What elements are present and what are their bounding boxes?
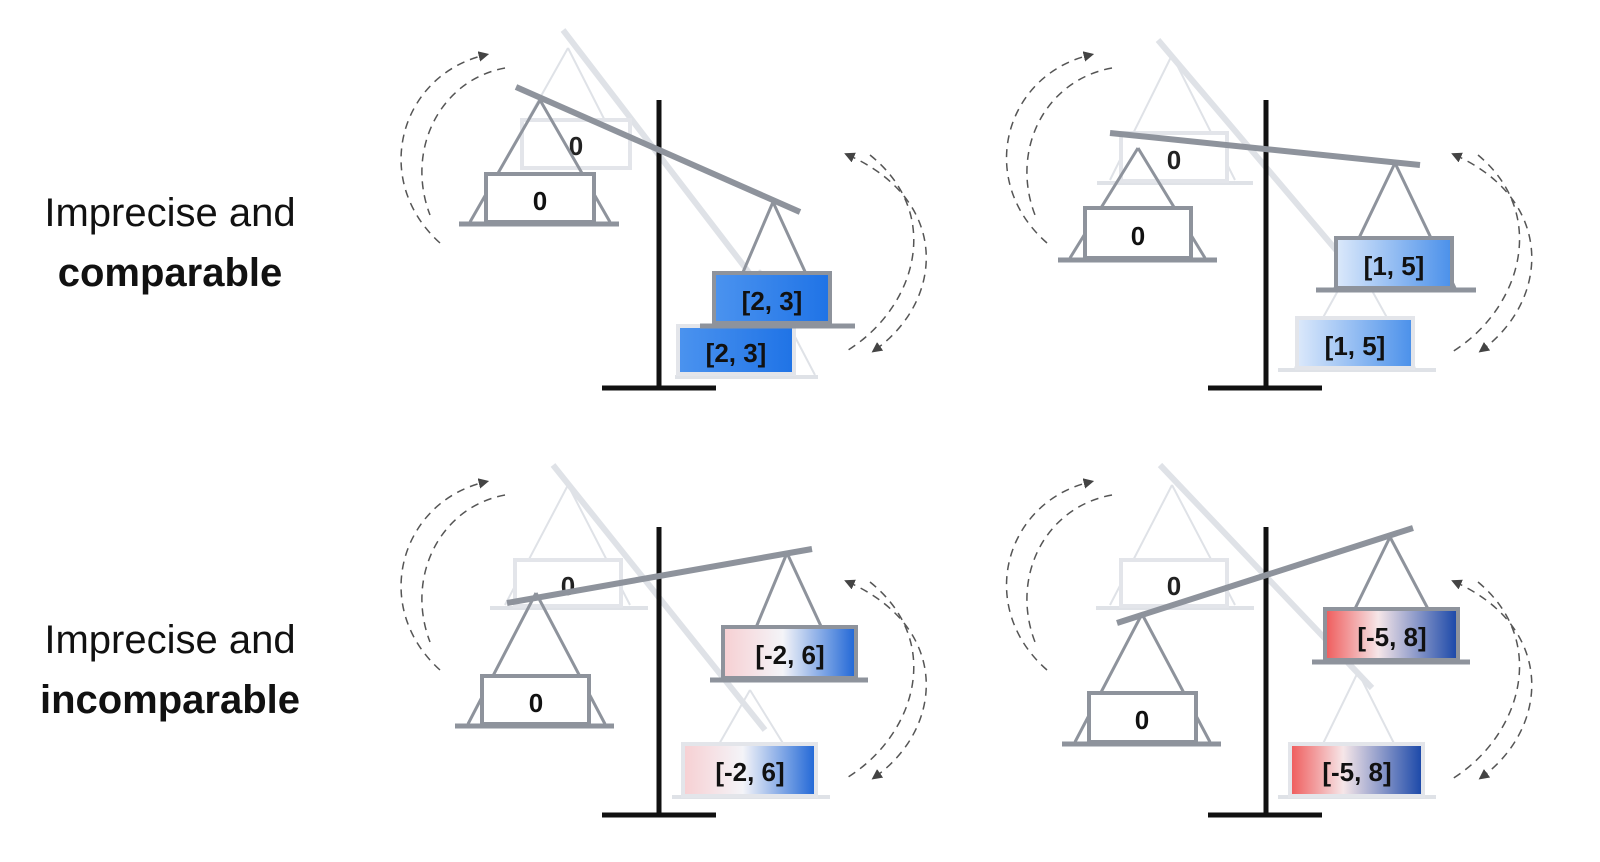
scale-1: 0 [2, 3] 0 [2, 3] — [400, 28, 927, 391]
right-pan-value: [1, 5] — [1364, 251, 1425, 281]
scale-3: 0 [-2, 6] 0 [-2, 6] — [400, 463, 927, 818]
right-pan-box — [1323, 607, 1460, 662]
left-pan-value: 0 — [529, 688, 543, 718]
right-pan-value: [-2, 6] — [755, 640, 824, 670]
scale-2: 0 [1, 5] 0 [1, 5] — [1005, 38, 1533, 391]
ghost-right-value: [-5, 8] — [1322, 757, 1391, 787]
row-label-line1: Imprecise and — [44, 191, 296, 235]
left-pan-box — [1087, 691, 1198, 744]
ghost-right-pan-box — [1288, 742, 1425, 798]
ghost-left-value: 0 — [1167, 571, 1181, 601]
rotation-arrow-icon — [844, 154, 915, 353]
scale-beam — [1109, 130, 1421, 168]
left-pan-box — [1083, 206, 1193, 260]
rotation-arrow-icon — [1005, 478, 1095, 671]
ghost-right-value: [-2, 6] — [715, 757, 784, 787]
row-label-line1: Imprecise and — [44, 618, 296, 662]
scale-beam — [506, 546, 813, 606]
rotation-arrow-icon — [1026, 67, 1113, 216]
rotation-arrow-icon — [1026, 494, 1113, 643]
ghost-right-value: [1, 5] — [1325, 331, 1386, 361]
ghost-left-value: 0 — [1167, 145, 1181, 175]
ghost-right-pan-box — [1295, 316, 1415, 370]
row-label-line2: incomparable — [39, 678, 301, 722]
rotation-arrow-icon — [1451, 579, 1533, 780]
left-pan-box — [480, 674, 591, 726]
row-label-line2: comparable — [57, 251, 283, 295]
left-pan-box — [484, 172, 596, 224]
left-pan-value: 0 — [533, 186, 547, 216]
rotation-arrow-icon — [400, 51, 490, 244]
ghost-right-value: [2, 3] — [706, 338, 767, 368]
scale-4: 0 [-5, 8] 0 [-5, 8] — [1005, 462, 1533, 818]
row-label-comparable: Imprecise and comparable — [0, 183, 340, 303]
scale-beam — [1116, 525, 1414, 626]
left-pan-value: 0 — [1131, 221, 1145, 251]
rotation-arrow-icon — [421, 494, 506, 643]
right-pan-box — [712, 271, 832, 325]
ghost-right-pan-box — [676, 324, 796, 376]
scale-beam — [514, 84, 802, 215]
right-pan-box — [1334, 236, 1454, 290]
right-pan-value: [-5, 8] — [1357, 622, 1426, 652]
left-pan-value: 0 — [1135, 705, 1149, 735]
rotation-arrow-icon — [1451, 154, 1521, 353]
rotation-arrow-icon — [1451, 152, 1533, 353]
rotation-arrow-icon — [400, 478, 490, 671]
ghost-right-pan-box — [681, 742, 818, 798]
rotation-arrow-icon — [844, 152, 927, 353]
rotation-arrow-icon — [1451, 581, 1521, 780]
rotation-arrow-icon — [844, 579, 927, 780]
rotation-arrow-icon — [1005, 51, 1095, 244]
right-pan-value: [2, 3] — [742, 286, 803, 316]
row-label-incomparable: Imprecise and incomparable — [0, 610, 340, 730]
ghost-left-value: 0 — [561, 571, 575, 601]
rotation-arrow-icon — [844, 581, 915, 780]
